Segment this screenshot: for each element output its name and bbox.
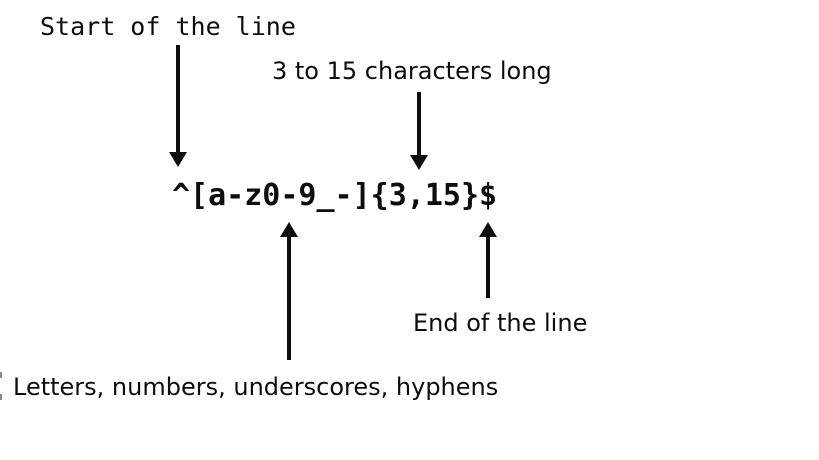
arrowhead-down-icon (410, 155, 428, 170)
arrow-up-to-dollar (479, 222, 497, 298)
annotation-char-class: Letters, numbers, underscores, hyphens (13, 373, 499, 401)
left-edge-artifact (0, 394, 2, 400)
arrowhead-up-icon (479, 222, 497, 237)
regex-pattern: ^[a-z0-9_-]{3,15}$ (172, 178, 498, 213)
arrow-down-to-caret (169, 45, 187, 167)
arrow-shaft (287, 235, 291, 360)
annotation-start-of-line: Start of the line (40, 12, 296, 41)
arrowhead-up-icon (280, 222, 298, 237)
arrow-shaft (417, 92, 421, 157)
arrowhead-down-icon (169, 152, 187, 167)
annotation-end-of-line: End of the line (413, 309, 588, 337)
left-edge-artifact (0, 372, 2, 378)
arrow-up-to-char-class (280, 222, 298, 360)
annotation-length: 3 to 15 characters long (272, 57, 552, 85)
arrow-shaft (486, 235, 490, 298)
arrow-shaft (176, 45, 180, 154)
arrow-down-to-quantifier (410, 92, 428, 170)
